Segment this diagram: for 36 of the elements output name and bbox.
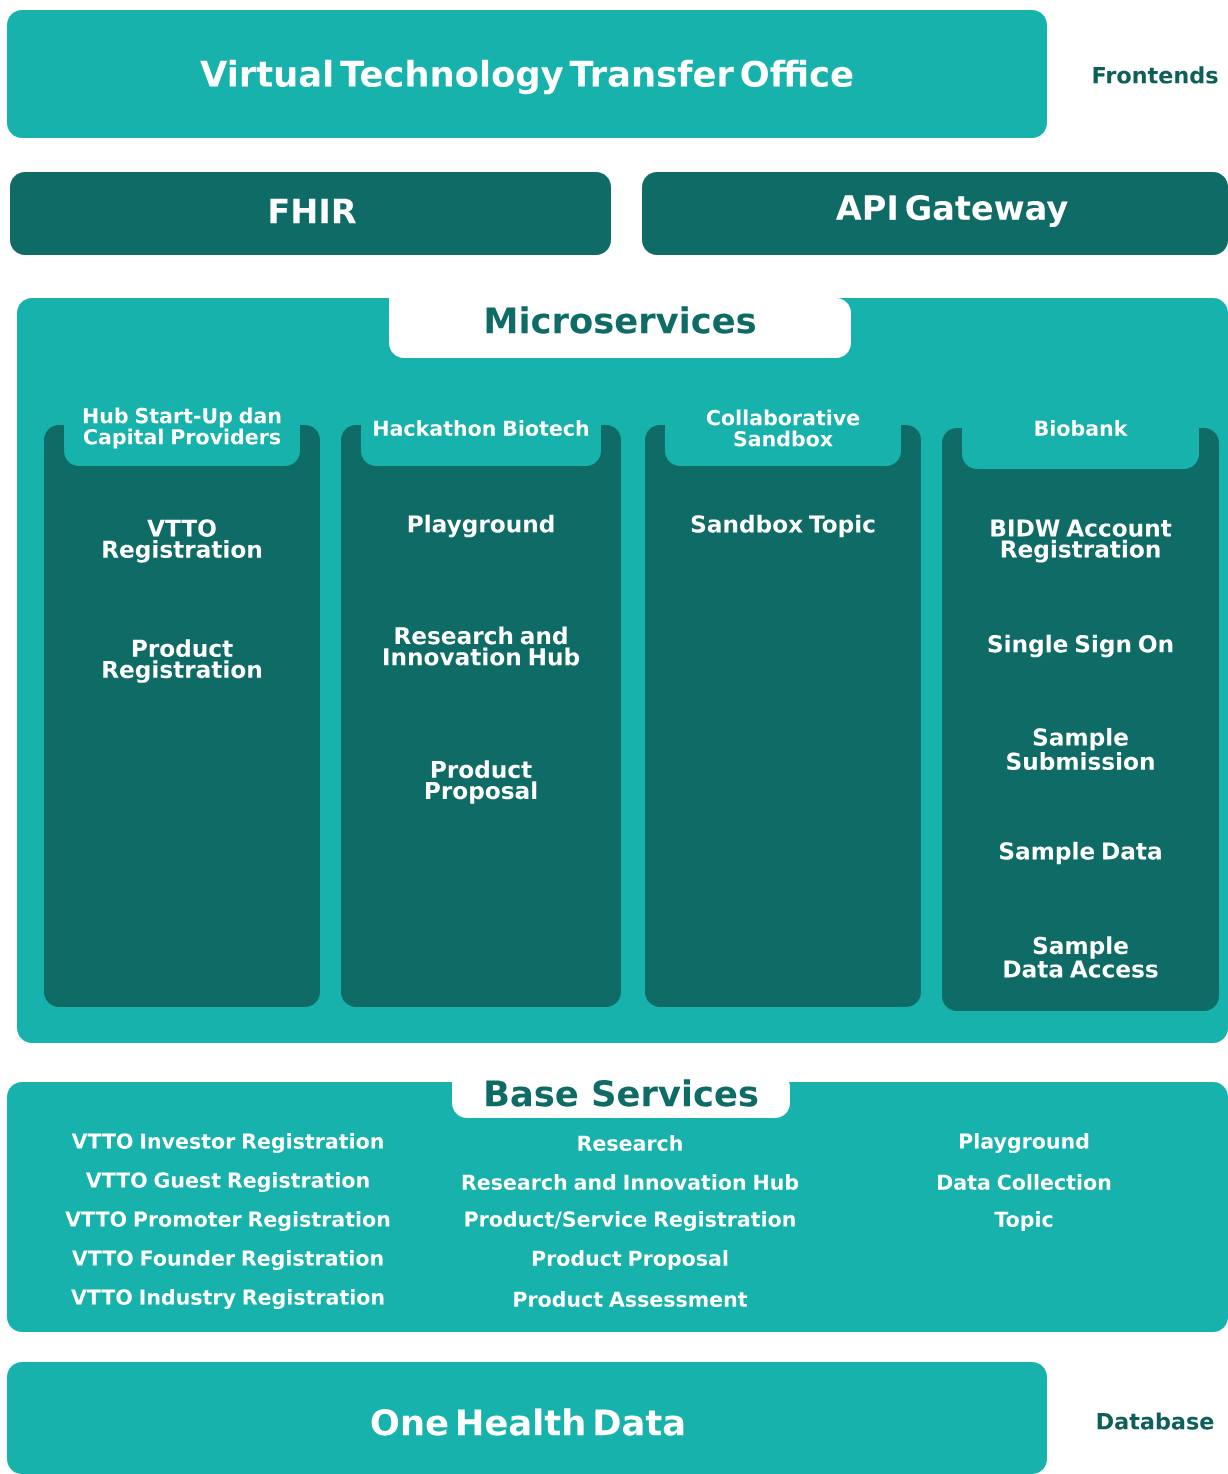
service-label: BIDW Account Registration bbox=[991, 519, 1172, 563]
service-label: Playground bbox=[408, 514, 554, 538]
panel-heading: Microservices bbox=[389, 298, 851, 358]
service-label: VTTO Investor Registration bbox=[71, 1133, 383, 1154]
service-label: VTTO Guest Registration bbox=[85, 1172, 369, 1193]
service-label: Product/Service Registration bbox=[465, 1211, 795, 1232]
layer-title: API Gateway bbox=[835, 194, 1068, 228]
layer-title: One Health Data bbox=[371, 1408, 684, 1436]
service-label: Single Sign On bbox=[988, 634, 1173, 658]
layer-label: Database bbox=[1097, 1412, 1214, 1430]
panel-heading: Base Services bbox=[452, 1072, 790, 1118]
layer-title: Virtual Technology Transfer Office bbox=[200, 59, 853, 95]
service-label: VTTO Promoter Registration bbox=[65, 1211, 390, 1232]
service-label: Product Registration bbox=[103, 639, 261, 683]
column-heading: Hackathon Biotech bbox=[361, 400, 601, 466]
service-label: VTTO Industry Registration bbox=[71, 1289, 384, 1310]
service-label: Sample Data bbox=[1000, 841, 1161, 865]
service-label: Sample Data Access bbox=[1004, 936, 1158, 978]
service-label: Research and Innovation Hub bbox=[462, 1174, 799, 1190]
service-label: Sandbox Topic bbox=[691, 514, 875, 538]
column-heading: Collaborative Sandbox bbox=[665, 400, 901, 466]
service-label: VTTO Founder Registration bbox=[71, 1250, 383, 1271]
layer-title: FHIR bbox=[270, 198, 356, 224]
column-heading: Hub Start-Up dan Capital Providers bbox=[64, 400, 300, 466]
service-label: Product Proposal bbox=[532, 1250, 728, 1270]
service-label: Product Proposal bbox=[425, 760, 537, 804]
layer-label: Frontends bbox=[1093, 66, 1218, 84]
service-label: Research bbox=[578, 1135, 682, 1151]
service-label: Topic bbox=[994, 1211, 1053, 1231]
service-label: Data Collection bbox=[938, 1174, 1111, 1190]
service-label: Sample Submission bbox=[1007, 727, 1154, 771]
service-label: Research and Innovation Hub bbox=[384, 626, 580, 666]
service-label: Product Assessment bbox=[514, 1291, 748, 1307]
service-label: VTTO Registration bbox=[103, 519, 261, 563]
column-heading: Biobank bbox=[962, 400, 1199, 469]
service-label: Playground bbox=[960, 1133, 1089, 1154]
